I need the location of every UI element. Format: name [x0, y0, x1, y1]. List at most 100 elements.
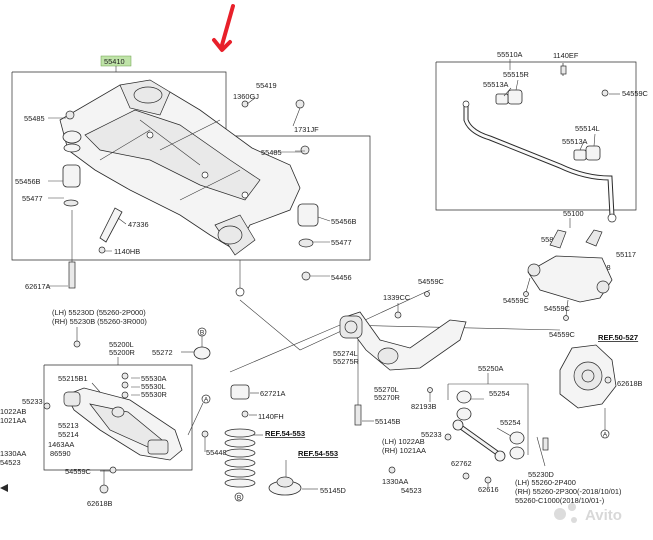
label-55513a-b: 55513A — [562, 137, 588, 146]
marker-b-spring — [234, 492, 244, 502]
bracket-47336 — [99, 207, 123, 243]
label-55485-left: 55485 — [24, 114, 45, 123]
label-62618b-left: 62618B — [87, 499, 113, 508]
label-55456b-right: 55456B — [331, 217, 357, 226]
marker-a-left-text: A — [204, 397, 209, 404]
coil-spring — [224, 428, 256, 488]
label-1022ab-left: 1022AB — [0, 407, 26, 416]
label-54559c-mid: 54559C — [503, 296, 530, 305]
marker-a-left — [201, 394, 211, 404]
label-55270l: 55270L — [374, 385, 399, 394]
avito-watermark: Avito — [554, 503, 622, 524]
label-55485-right: 55485 — [261, 148, 282, 157]
ref-54-553-a: REF.54-553 — [265, 429, 305, 438]
label-55145d: 55145D — [320, 486, 346, 495]
stabilizer-group: 55510A 1140EF 55515R 55513A 54559C 55514… — [435, 50, 649, 223]
label-55275r: 55275R — [333, 357, 359, 366]
label-62616: 62616 — [478, 485, 499, 494]
label-rh-55230b: (RH) 55230B (55260-3R000) — [52, 317, 147, 326]
label-55513a: 55513A — [483, 80, 509, 89]
label-86590: 86590 — [50, 449, 71, 458]
label-55515r: 55515R — [503, 70, 529, 79]
label-55530a: 55530A — [141, 374, 167, 383]
label-55260-rh: (RH) 55260-2P300(-2018/10/01) — [515, 487, 621, 496]
upper-arm-group: 54559C 1339CC 55274L 55275R 55270L 55270… — [333, 277, 467, 426]
label-55270r: 55270R — [374, 393, 400, 402]
marker-a-right-text: A — [603, 432, 608, 439]
label-55272: 55272 — [152, 348, 173, 357]
label-62762: 62762 — [451, 459, 472, 468]
label-55419: 55419 — [256, 81, 277, 90]
label-55254-a: 55254 — [489, 389, 510, 398]
marker-a-subframe — [235, 287, 245, 297]
label-55260-c1000: 55260-C1000(2018/10/01-) — [515, 496, 604, 505]
label-55410: 55410 — [104, 57, 125, 66]
label-55514l: 55514L — [575, 124, 600, 133]
label-lh-55230d: (LH) 55230D (55260-2P000) — [52, 308, 146, 317]
label-55100: 55100 — [563, 209, 584, 218]
label-62617a: 62617A — [25, 282, 51, 291]
red-arrow-annotation — [212, 4, 235, 52]
label-55145b: 55145B — [375, 417, 401, 426]
label-62618b-right: 62618B — [617, 379, 643, 388]
label-55200l: 55200L — [109, 340, 134, 349]
label-55888-a: 55888 — [541, 235, 562, 244]
label-1022ab-right: (LH) 1022AB — [382, 437, 425, 446]
label-55530l: 55530L — [141, 382, 166, 391]
label-54559c-c: 54559C — [418, 277, 445, 286]
label-55456b-left: 55456B — [15, 177, 41, 186]
label-1360gj: 1360GJ — [233, 92, 259, 101]
label-55477-left: 55477 — [22, 194, 43, 203]
lower-arm-group: (LH) 55230D (55260-2P000) (RH) 55230B (5… — [0, 308, 227, 508]
label-1021aa-left: 1021AA — [0, 416, 26, 425]
label-55448: 55448 — [206, 448, 227, 457]
label-1339cc: 1339CC — [383, 293, 411, 302]
label-55274l: 55274L — [333, 349, 358, 358]
subframe-box — [11, 71, 371, 261]
label-55214: 55214 — [58, 430, 79, 439]
label-54559c-top: 54559C — [622, 89, 649, 98]
leader-subframe-to-arm — [239, 289, 431, 351]
label-55510a: 55510A — [497, 50, 523, 59]
label-54523-left: 54523 — [0, 458, 21, 467]
label-55250a: 55250A — [478, 364, 504, 373]
label-55230d-right: 55230D — [528, 470, 554, 479]
label-55117-b: 55117 — [616, 250, 636, 259]
label-55233-left: 55233 — [22, 397, 43, 406]
label-54559c-rr: 54559C — [549, 330, 576, 339]
label-1330aa-left: 1330AA — [0, 449, 26, 458]
label-62721a: 62721A — [260, 389, 286, 398]
label-1140ef: 1140EF — [553, 51, 579, 60]
label-1140hb: 1140HB — [114, 247, 140, 256]
bushing-left — [62, 110, 82, 289]
ref-54-553-b: REF.54-553 — [298, 449, 338, 458]
label-1463aa: 1463AA — [48, 440, 74, 449]
label-47336: 47336 — [128, 220, 149, 229]
marker-b-left-text: B — [200, 330, 204, 337]
label-54523-right: 54523 — [401, 486, 422, 495]
label-1021aa-right: (RH) 1021AA — [382, 446, 426, 455]
ref-50-527: REF.50-527 — [598, 333, 638, 342]
label-55233-right: 55233 — [421, 430, 442, 439]
label-1330aa-right: 1330AA — [382, 477, 408, 486]
lower-link-group: 55250A 55254 55254 55233 (LH) 1022AB (RH… — [382, 364, 621, 505]
label-55530r: 55530R — [141, 390, 167, 399]
marker-b-spring-text: B — [237, 495, 241, 502]
label-55200r: 55200R — [109, 348, 135, 357]
coil-spring-group: 62721A 1140FH REF.54-553 B REF.54-553 55… — [224, 384, 346, 502]
label-1731jf: 1731JF — [294, 125, 319, 134]
label-55215b1: 55215B1 — [58, 374, 88, 383]
subframe-group: 55410 — [11, 55, 371, 297]
upper-control-arm — [341, 311, 467, 371]
rear-arm-group: 55100 55888 55117 55888 55117 54559C 545… — [503, 209, 643, 439]
bushing-right — [297, 145, 319, 281]
label-55254-b: 55254 — [500, 418, 521, 427]
label-1140fh: 1140FH — [258, 412, 284, 421]
label-54559c-left: 54559C — [65, 467, 92, 476]
label-55213: 55213 — [58, 421, 79, 430]
label-82193b: 82193B — [411, 402, 437, 411]
label-54456: 54456 — [331, 273, 352, 282]
label-54559c-r: 54559C — [544, 304, 571, 313]
label-55260-lh: (LH) 55260-2P400 — [515, 478, 576, 487]
